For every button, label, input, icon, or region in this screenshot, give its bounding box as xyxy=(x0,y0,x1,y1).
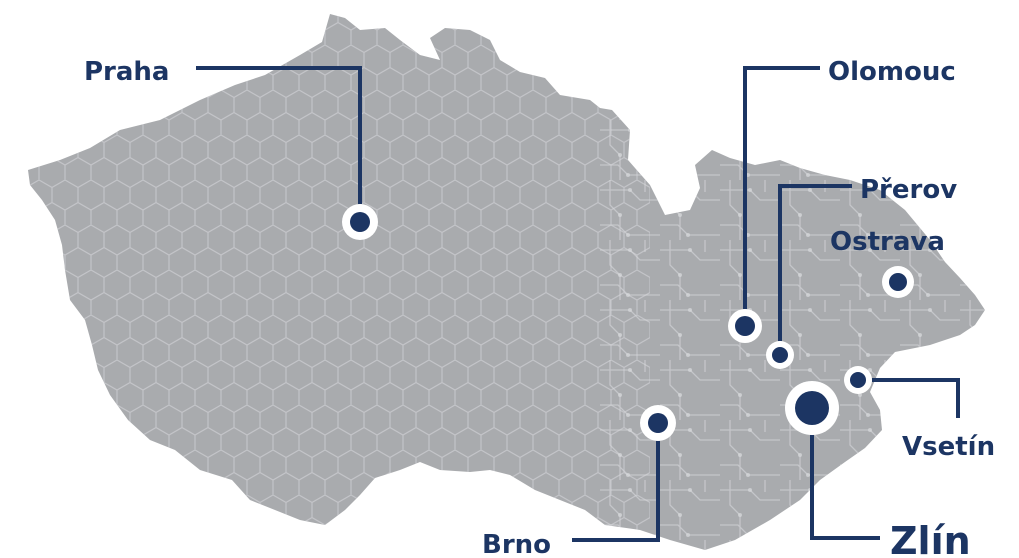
marker-dot xyxy=(850,372,866,388)
circuit-pattern xyxy=(600,14,985,550)
city-marker-brno[interactable] xyxy=(640,405,676,441)
marker-dot xyxy=(795,391,829,425)
city-marker-vsetin[interactable] xyxy=(844,366,872,394)
city-marker-praha[interactable] xyxy=(342,204,378,240)
city-label-olomouc[interactable]: Olomouc xyxy=(828,57,956,87)
city-label-prerov[interactable]: Přerov xyxy=(860,175,957,205)
city-markers xyxy=(342,204,914,441)
city-marker-olomouc[interactable] xyxy=(728,309,762,343)
marker-dot xyxy=(648,413,668,433)
leader-line-brno xyxy=(572,441,660,542)
city-marker-prerov[interactable] xyxy=(766,341,794,369)
leader-line-prerov xyxy=(778,184,852,341)
city-label-brno[interactable]: Brno xyxy=(482,530,551,558)
city-marker-zlin[interactable] xyxy=(785,381,839,435)
leader-line-praha xyxy=(196,66,362,204)
leader-line-olomouc xyxy=(743,66,820,309)
leader-line-vsetin xyxy=(872,378,960,418)
marker-dot xyxy=(772,347,788,363)
city-label-ostrava[interactable]: Ostrava xyxy=(830,227,945,257)
marker-dot xyxy=(889,273,907,291)
city-marker-ostrava[interactable] xyxy=(882,266,914,298)
city-label-praha[interactable]: Praha xyxy=(84,57,169,87)
city-label-zlin[interactable]: Zlín xyxy=(890,519,971,558)
leader-lines xyxy=(196,66,960,542)
city-label-vsetin[interactable]: Vsetín xyxy=(902,432,995,462)
leader-line-zlin xyxy=(810,435,880,540)
marker-dot xyxy=(350,212,370,232)
marker-dot xyxy=(735,316,755,336)
